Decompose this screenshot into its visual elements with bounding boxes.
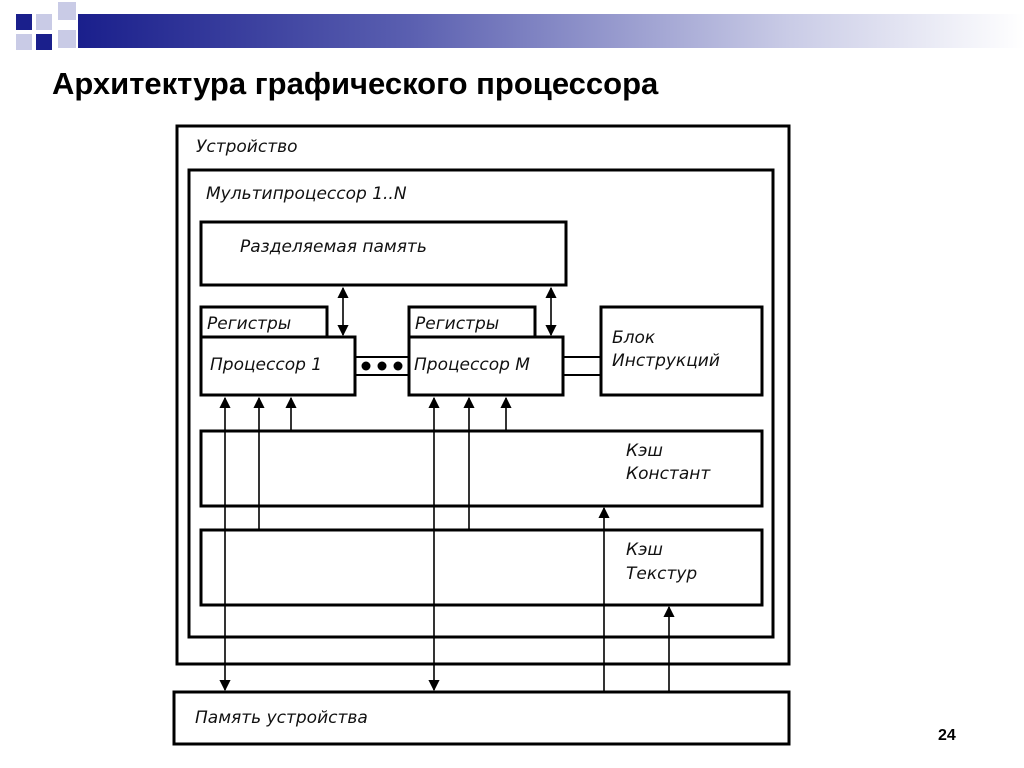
texture-cache-label-line2: Текстур — [626, 564, 697, 584]
decor-square-light-2 — [16, 34, 32, 50]
processor-connector — [355, 356, 409, 376]
decor-square-light-3 — [58, 2, 76, 20]
instruction-unit-label-line2: Инструкций — [612, 351, 720, 371]
connector-dot-1 — [361, 361, 371, 371]
shared-memory-box — [199, 220, 568, 287]
multiprocessor-box — [187, 168, 775, 639]
registers-1-label: Регистры — [207, 314, 291, 334]
instruction-unit-box — [599, 305, 764, 397]
slide-title: Архитектура графического процессора — [52, 66, 659, 101]
registers-m-label: Регистры — [415, 314, 499, 334]
multiprocessor-label: Мультипроцессор 1..N — [206, 184, 407, 204]
connector-dot-2 — [377, 361, 387, 371]
instruction-connector — [563, 356, 601, 376]
processor-1-box — [199, 335, 357, 397]
constant-cache-label-line2: Констант — [626, 464, 711, 484]
device-box — [175, 124, 791, 666]
processor-m-label: Процессор M — [414, 355, 530, 375]
constant-cache-box — [199, 429, 764, 508]
processor-m-box — [407, 335, 565, 397]
device-label: Устройство — [196, 137, 298, 157]
device-memory-label: Память устройства — [195, 708, 368, 728]
decor-square-light-1 — [36, 14, 52, 30]
instruction-unit-label-line1: Блок — [612, 328, 656, 348]
device-memory-box — [172, 690, 791, 746]
shared-memory-label: Разделяемая память — [240, 237, 427, 257]
texture-cache-box — [199, 528, 764, 607]
decor-square-light-4 — [58, 30, 76, 48]
texture-cache-label-line1: Кэш — [626, 540, 663, 560]
decor-square-navy-2 — [36, 34, 52, 50]
constant-cache-label-line1: Кэш — [626, 441, 663, 461]
processor-1-label: Процессор 1 — [210, 355, 322, 375]
connector-dot-3 — [393, 361, 403, 371]
decor-square-navy-1 — [16, 14, 32, 30]
page-number: 24 — [938, 727, 956, 744]
title-gradient-bar — [78, 14, 1024, 48]
